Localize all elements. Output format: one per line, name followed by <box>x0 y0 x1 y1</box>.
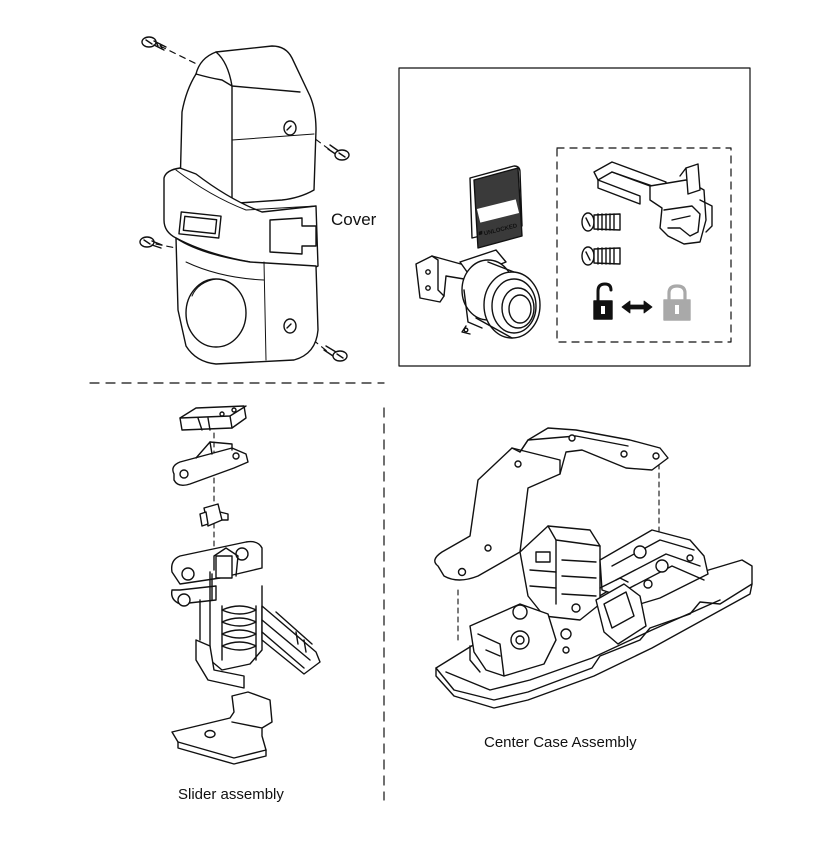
slider-kit-screw <box>581 246 621 266</box>
side-notch <box>269 217 317 255</box>
slider-assembly-label: Slider assembly <box>178 786 284 803</box>
locked-padlock-icon <box>663 284 691 321</box>
cover-assembly <box>139 36 350 365</box>
center-case-top-plate <box>434 427 669 581</box>
slider-link-bar <box>172 441 249 487</box>
slider-kit-screw <box>581 212 621 232</box>
cover-label: Cover <box>331 210 377 229</box>
slider-top-block <box>179 405 247 431</box>
slider-kit-dashed-box <box>556 147 732 343</box>
cylinder-inset-box: LOCKED UNLOCKED <box>398 67 751 367</box>
slider-bottom-plate <box>171 691 273 765</box>
cover-screw <box>141 36 167 51</box>
indicator-slider-part <box>593 161 713 245</box>
double-arrow-icon <box>621 300 653 314</box>
section-dividers <box>89 382 385 801</box>
unlocked-padlock-icon <box>593 282 613 320</box>
center-case-assembly <box>434 427 753 709</box>
cover-screw <box>139 236 163 249</box>
lock-cylinder <box>459 249 541 339</box>
center-case-assembly-label: Center Case Assembly <box>484 734 637 751</box>
cover-screw <box>327 144 350 161</box>
slider-assembly <box>170 405 321 765</box>
screw-hole <box>283 318 297 334</box>
cover-screw <box>323 345 348 362</box>
slider-clip <box>199 503 229 527</box>
cylinder-opening <box>185 278 247 348</box>
screw-hole <box>283 120 297 136</box>
slider-main-body <box>170 540 321 689</box>
